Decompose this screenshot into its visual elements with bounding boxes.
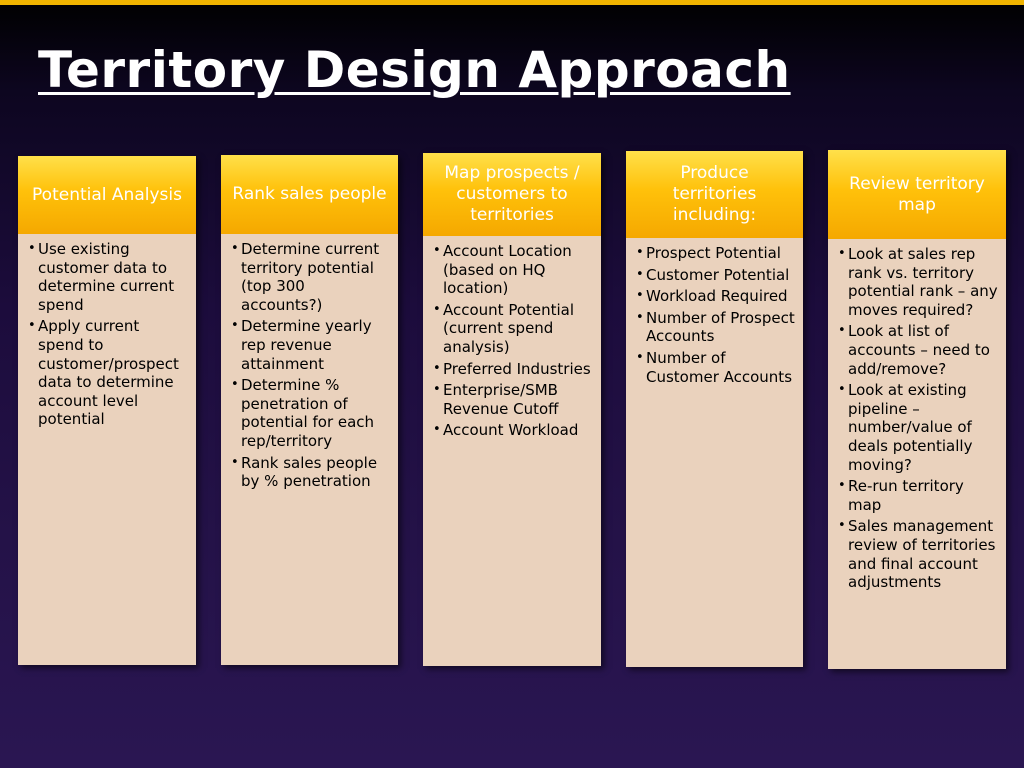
column-body: Look at sales rep rank vs. territory pot…: [828, 239, 1006, 669]
list-item: Rank sales people by % penetration: [231, 454, 390, 491]
column-heading: Rank sales people: [221, 155, 398, 234]
column-heading-text: Review territory map: [849, 173, 985, 215]
bullet-list: Look at sales rep rank vs. territory pot…: [838, 245, 998, 592]
bullet-list: Prospect Potential Customer Potential Wo…: [636, 244, 795, 386]
column-heading-text: Rank sales people: [232, 184, 387, 204]
list-item: Look at existing pipeline – number/value…: [838, 381, 998, 474]
bullet-list: Use existing customer data to determine …: [28, 240, 188, 429]
list-item: Customer Potential: [636, 266, 795, 285]
list-item: Account Potential (current spend analysi…: [433, 301, 593, 357]
column-heading: Potential Analysis: [18, 156, 196, 234]
list-item: Enterprise/SMB Revenue Cutoff: [433, 381, 593, 418]
list-item: Determine current territory potential (t…: [231, 240, 390, 314]
slide-title: Territory Design Approach: [38, 41, 791, 99]
column-body: Use existing customer data to determine …: [18, 234, 196, 665]
list-item: Prospect Potential: [636, 244, 795, 263]
list-item: Sales management review of territories a…: [838, 517, 998, 591]
column-body: Account Location (based on HQ location) …: [423, 236, 601, 666]
column-produce-territories: Produce territories including: Prospect …: [626, 151, 803, 667]
list-item: Workload Required: [636, 287, 795, 306]
list-item: Preferred Industries: [433, 360, 593, 379]
list-item: Number of Prospect Accounts: [636, 309, 795, 346]
list-item: Apply current spend to customer/prospect…: [28, 317, 188, 429]
column-rank-sales-people: Rank sales people Determine current terr…: [221, 155, 398, 665]
column-review-territory-map: Review territory map Look at sales rep r…: [828, 150, 1006, 669]
column-heading: Produce territories including:: [626, 151, 803, 238]
list-item: Re-run territory map: [838, 477, 998, 514]
column-map-prospects: Map prospects / customers to territories…: [423, 153, 601, 666]
column-heading: Map prospects / customers to territories: [423, 153, 601, 236]
column-heading-text: Map prospects / customers to territories: [444, 163, 580, 225]
list-item: Account Workload: [433, 421, 593, 440]
column-heading: Review territory map: [828, 150, 1006, 239]
column-body: Determine current territory potential (t…: [221, 234, 398, 665]
list-item: Determine % penetration of potential for…: [231, 376, 390, 450]
list-item: Look at sales rep rank vs. territory pot…: [838, 245, 998, 319]
bullet-list: Account Location (based on HQ location) …: [433, 242, 593, 440]
column-heading-text: Produce territories including:: [672, 163, 757, 225]
list-item: Use existing customer data to determine …: [28, 240, 188, 314]
bullet-list: Determine current territory potential (t…: [231, 240, 390, 491]
list-item: Number of Customer Accounts: [636, 349, 795, 386]
column-body: Prospect Potential Customer Potential Wo…: [626, 238, 803, 667]
column-potential-analysis: Potential Analysis Use existing customer…: [18, 156, 196, 665]
list-item: Look at list of accounts – need to add/r…: [838, 322, 998, 378]
top-accent-rule: [0, 0, 1024, 5]
column-heading-text: Potential Analysis: [32, 184, 182, 205]
list-item: Account Location (based on HQ location): [433, 242, 593, 298]
list-item: Determine yearly rep revenue attainment: [231, 317, 390, 373]
